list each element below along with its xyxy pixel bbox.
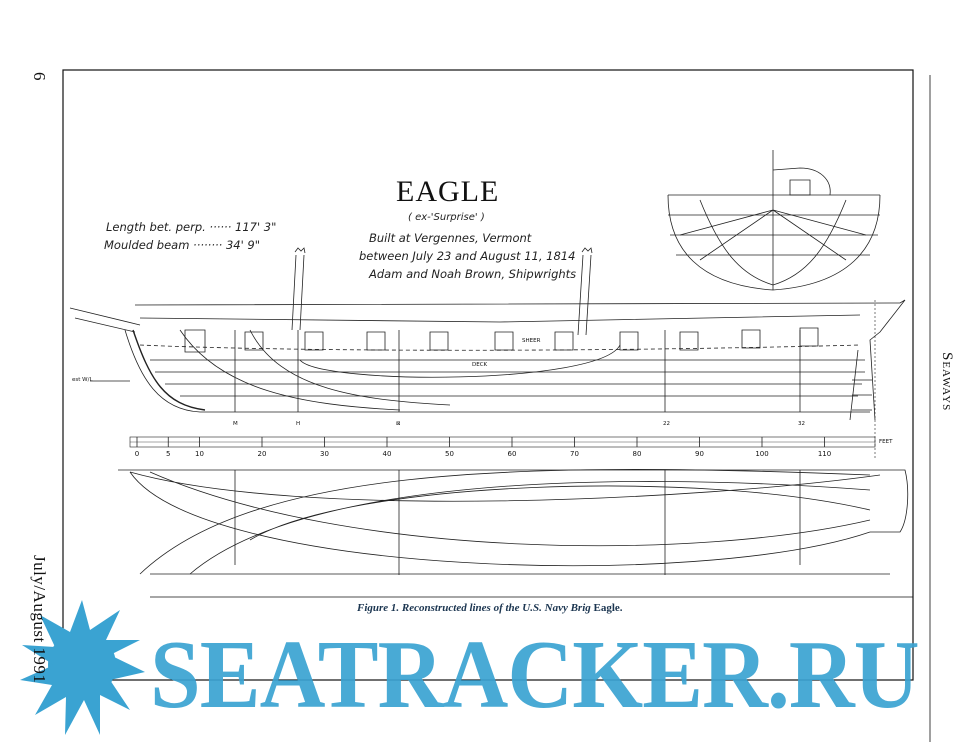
page-number: 6 bbox=[30, 72, 49, 81]
caption-ship-name: Eagle. bbox=[593, 602, 623, 614]
scale-tick-label: 60 bbox=[507, 450, 517, 458]
scale-tick-label: 80 bbox=[632, 450, 642, 458]
scale-unit: FEET bbox=[879, 439, 893, 445]
dates-line: between July 23 and August 11, 1814 bbox=[359, 249, 576, 263]
scale-tick-label: 20 bbox=[257, 450, 267, 458]
sheer-label: SHEER bbox=[522, 338, 541, 344]
page-frame bbox=[62, 69, 914, 681]
watermark-text: SEATRACKER.RU bbox=[150, 621, 920, 729]
scale-tick-label: 110 bbox=[817, 450, 832, 458]
beam-dimension: Moulded beam ········ 34' 9" bbox=[104, 238, 261, 252]
scale-tick-label: 90 bbox=[695, 450, 704, 458]
scale-tick-label: 50 bbox=[445, 450, 454, 458]
scale-tick-label: 70 bbox=[570, 450, 579, 458]
figure-caption: Figure 1. Reconstructed lines of the U.S… bbox=[357, 602, 623, 615]
station-h-label: H bbox=[296, 421, 301, 427]
issue-date: July/August 1991 bbox=[30, 555, 49, 684]
foremast bbox=[291, 247, 306, 331]
caption-prefix: Figure 1. Reconstructed lines of the U.S… bbox=[357, 602, 591, 614]
scale-tick-label: 40 bbox=[382, 450, 392, 458]
sheer-plan bbox=[69, 299, 906, 421]
half-breadth-plan bbox=[118, 469, 909, 575]
length-dimension: Length bet. perp. ······ 117' 3" bbox=[106, 220, 277, 234]
mainmast bbox=[577, 247, 593, 336]
station-x-label: ⊠ bbox=[396, 421, 401, 427]
watermark-sun-logo bbox=[20, 600, 145, 735]
scale-tick-label: 5 bbox=[166, 450, 171, 458]
scale-tick-label: 10 bbox=[195, 450, 204, 458]
scale-tick-label: 100 bbox=[755, 450, 769, 458]
builders-line: Adam and Noah Brown, Shipwrights bbox=[369, 267, 577, 281]
waterline-label: est W/L bbox=[72, 377, 93, 383]
scale-tick-label: 30 bbox=[320, 450, 329, 458]
station-m-label: M bbox=[233, 421, 238, 427]
drawing-title: EAGLE bbox=[396, 175, 500, 208]
station-32-label: 32 bbox=[798, 421, 805, 427]
drawing-subtitle: ( ex-'Surprise' ) bbox=[408, 212, 485, 223]
built-line: Built at Vergennes, Vermont bbox=[369, 231, 532, 245]
scale-bar bbox=[129, 300, 876, 460]
deck-label: DECK bbox=[472, 362, 488, 368]
station-22-label: 22 bbox=[663, 421, 670, 427]
journal-name: Seaways bbox=[939, 352, 955, 412]
body-plan bbox=[667, 150, 881, 291]
scale-tick-label: 0 bbox=[134, 450, 140, 458]
